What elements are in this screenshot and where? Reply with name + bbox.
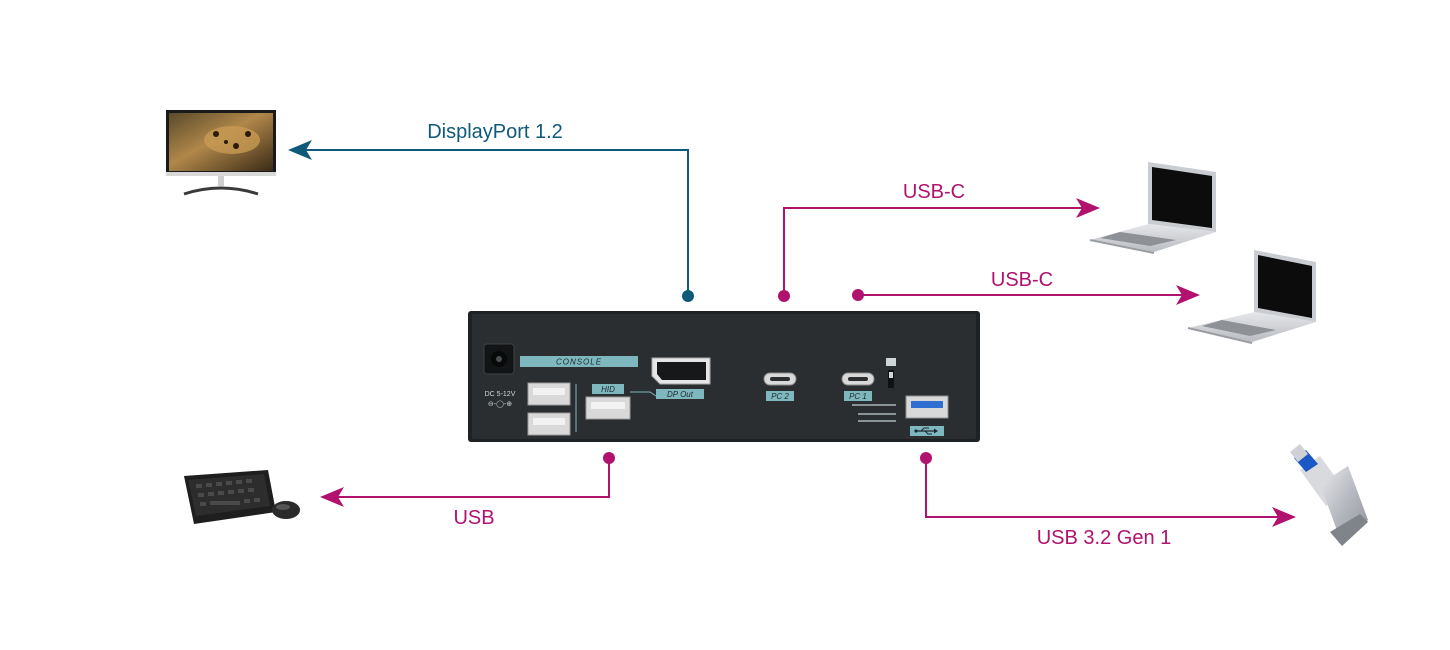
laptop-icon-top	[1089, 162, 1216, 254]
usb-a-port-hid	[585, 396, 631, 420]
usb-gen1-label: USB 3.2 Gen 1	[1037, 527, 1172, 549]
kvm-device: DC 5-12V ⊖-◯-⊕ CONSOLE HID	[468, 311, 980, 442]
usbc-port-pc1	[841, 372, 875, 386]
usb-a-port-1	[527, 382, 571, 406]
usb-hid-link	[320, 452, 615, 507]
pc2-label: PC 2	[771, 392, 789, 401]
usb-a-port-2	[527, 412, 571, 436]
dc-label: DC 5-12V	[485, 391, 516, 398]
dp-out-label: DP Out	[667, 390, 694, 399]
usb-symbol-tag	[910, 426, 944, 436]
usbc-pc2-link	[778, 198, 1100, 302]
console-label: CONSOLE	[556, 358, 602, 367]
displayport-out-port	[651, 357, 711, 385]
pc1-label: PC 1	[849, 392, 867, 401]
hid-label: HID	[601, 385, 615, 394]
usb-hid-label: USB	[453, 507, 494, 529]
hid-label-tag: HID	[592, 384, 624, 394]
monitor-icon	[166, 110, 276, 196]
usbc-pc1-label: USB-C	[991, 269, 1053, 291]
usb-symbol-icon	[914, 427, 938, 435]
console-label-bar: CONSOLE	[520, 356, 638, 367]
keyboard-mouse-icon	[184, 470, 300, 524]
dip-switch	[886, 358, 896, 388]
polarity-icon: ⊖-◯-⊕	[488, 400, 512, 408]
displayport-link	[288, 140, 694, 302]
usbc-pc2-label: USB-C	[903, 181, 965, 203]
dc-power-jack	[483, 343, 515, 375]
usbc-pc1-link	[852, 285, 1200, 305]
usb-flash-drive-icon	[1290, 444, 1368, 546]
usb-a-port-gen1	[905, 395, 949, 419]
pc2-label-tag: PC 2	[766, 391, 794, 401]
laptop-icon-bottom	[1187, 250, 1316, 344]
pc1-label-tag: PC 1	[844, 391, 872, 401]
dip-switch-fine-print	[852, 404, 896, 422]
usbc-port-pc2	[763, 372, 797, 386]
dp-out-label-tag: DP Out	[656, 389, 704, 399]
displayport-label: DisplayPort 1.2	[427, 121, 563, 143]
usb-gen1-link	[920, 452, 1296, 527]
